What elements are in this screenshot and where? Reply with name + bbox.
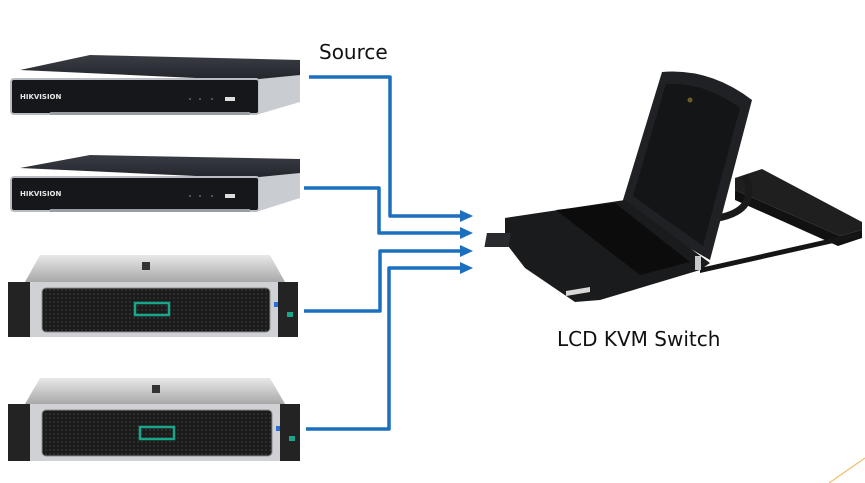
rack-server-2 [8, 378, 300, 461]
arrowhead-icon [460, 262, 473, 274]
server-badge [138, 425, 176, 441]
lcd-kvm-switch-device [484, 71, 862, 302]
arrowhead-icon [460, 245, 473, 257]
arrowhead-icon [460, 227, 473, 239]
rack-server-1 [8, 255, 298, 337]
nvr-device-2: HIKVISION [10, 155, 300, 212]
connector-line-2 [304, 186, 462, 235]
kvm-switch-label: LCD KVM Switch [557, 327, 721, 351]
nvr-brand-logo: HIKVISION [20, 93, 62, 101]
connector-line-3 [304, 249, 462, 313]
arrowhead-icon [460, 210, 473, 222]
nvr-device-1: HIKVISION [10, 55, 300, 115]
server-badge [133, 301, 171, 317]
decorative-accent-line [828, 457, 865, 483]
connector-line-1 [309, 75, 462, 218]
connector-group [304, 75, 473, 431]
source-label: Source [319, 40, 388, 64]
connector-line-4 [306, 266, 462, 431]
nvr-brand-logo: HIKVISION [20, 190, 62, 198]
